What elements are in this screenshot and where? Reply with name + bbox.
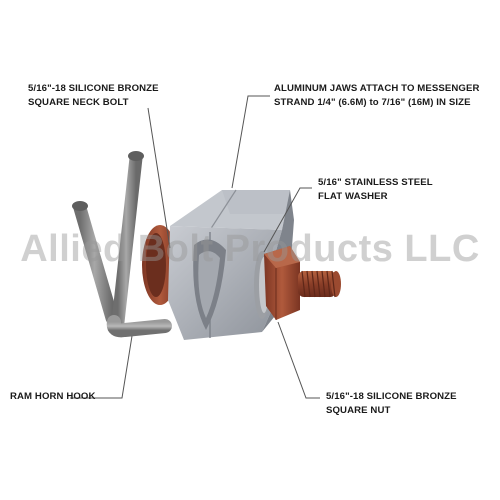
- callout-bolt: 5/16"-18 SILICONE BRONZE SQUARE NECK BOL…: [28, 82, 159, 110]
- ram-horn-hook: [72, 151, 172, 338]
- callout-washer-line2: FLAT WASHER: [318, 191, 388, 202]
- callout-jaws-line1: ALUMINUM JAWS ATTACH TO MESSENGER: [274, 83, 480, 94]
- thread-ridge: [321, 270, 326, 298]
- leader-bolt: [147, 107, 171, 249]
- leader-hook: [70, 335, 133, 399]
- callout-washer: 5/16" STAINLESS STEEL FLAT WASHER: [318, 176, 433, 204]
- callout-bolt-line1: 5/16"-18 SILICONE BRONZE: [28, 83, 159, 94]
- callout-nut: 5/16"-18 SILICONE BRONZE SQUARE NUT: [326, 390, 457, 418]
- callout-hook-line1: RAM HORN HOOK: [10, 391, 96, 402]
- bolt-threads: [298, 270, 341, 298]
- leader-nut: [277, 321, 320, 399]
- watermark: Allied Bolt Products LLC: [20, 228, 480, 270]
- thread-ridge: [331, 270, 336, 298]
- thread-ridge: [311, 270, 316, 298]
- square-nut: [264, 246, 300, 320]
- leader-jaws: [231, 95, 270, 189]
- thread-ridge: [316, 270, 321, 298]
- aluminum-jaws: [168, 189, 294, 340]
- leader-washer: [263, 187, 312, 253]
- callout-bolt-line2: SQUARE NECK BOLT: [28, 97, 129, 108]
- leader-lines: [70, 95, 320, 399]
- thread-ridge: [301, 270, 306, 298]
- callout-jaws-line2: STRAND 1/4" (6.6M) to 7/16" (16M) IN SIZ…: [274, 97, 471, 108]
- thread-ridge: [306, 270, 311, 298]
- callout-nut-line2: SQUARE NUT: [326, 405, 391, 416]
- callout-jaws: ALUMINUM JAWS ATTACH TO MESSENGER STRAND…: [274, 82, 479, 110]
- thread-ridge: [326, 270, 331, 298]
- callout-nut-line1: 5/16"-18 SILICONE BRONZE: [326, 391, 457, 402]
- callout-hook: RAM HORN HOOK: [10, 390, 96, 404]
- callout-washer-line1: 5/16" STAINLESS STEEL: [318, 177, 433, 188]
